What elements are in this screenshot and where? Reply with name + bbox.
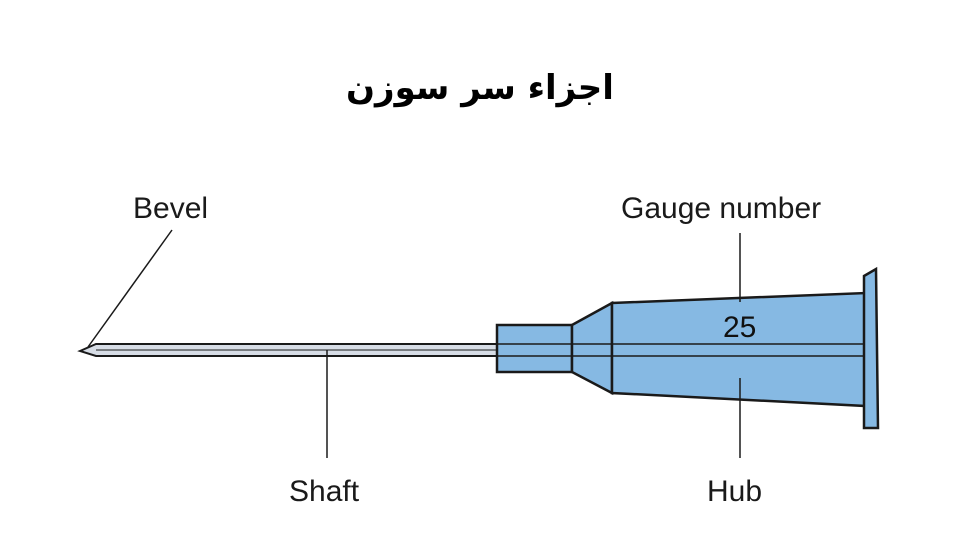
shaft-label: Shaft — [289, 475, 360, 508]
bevel-pointer-line — [87, 229, 173, 348]
gauge-value: 25 — [723, 311, 756, 344]
hub-label: Hub — [707, 475, 762, 508]
hub-neck — [495, 323, 574, 374]
gauge-number-label: Gauge number — [621, 192, 821, 225]
hub-body — [610, 291, 868, 408]
hub-flange — [862, 266, 880, 430]
hub-taper — [570, 300, 614, 396]
diagram-title: اجزاء سر سوزن — [346, 68, 614, 108]
bevel-label: Bevel — [133, 192, 208, 225]
